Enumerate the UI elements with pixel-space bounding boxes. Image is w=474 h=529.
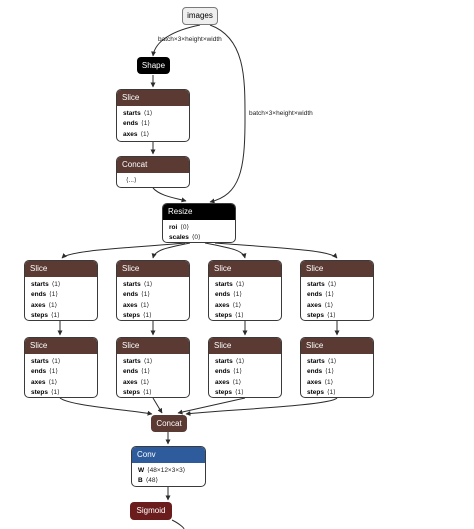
attr-row: ends⟨1⟩	[123, 291, 150, 299]
resize-node[interactable]: Resize roi⟨0⟩ scales⟨0⟩	[162, 203, 236, 243]
attr-row: ends⟨1⟩	[215, 291, 242, 299]
edge-images-resize	[209, 24, 246, 204]
attr-row: ends⟨1⟩	[307, 368, 334, 376]
shape-node[interactable]: Shape	[137, 57, 170, 74]
edge-b3-concat	[177, 397, 246, 415]
attr-row: starts⟨1⟩	[123, 110, 153, 117]
resize-header: Resize	[163, 204, 235, 220]
slice-header: Slice	[117, 338, 189, 354]
attr-row: scales⟨0⟩	[169, 234, 201, 242]
slice-node[interactable]: Slice starts⟨1⟩ ends⟨1⟩ axes⟨1⟩ steps⟨1⟩	[116, 260, 190, 321]
slice-header: Slice	[209, 261, 281, 277]
attr-row: ends⟨1⟩	[123, 368, 150, 376]
attr-row: steps⟨1⟩	[123, 389, 152, 397]
slice-node[interactable]: Slice starts⟨1⟩ ends⟨1⟩ axes⟨1⟩ steps⟨1⟩	[208, 337, 282, 398]
slice-node[interactable]: Slice starts⟨1⟩ ends⟨1⟩ axes⟨1⟩ steps⟨1⟩	[208, 260, 282, 321]
attr-row: starts⟨1⟩	[307, 358, 337, 365]
attr-row: axes⟨1⟩	[31, 301, 58, 309]
slice-header: Slice	[301, 338, 373, 354]
slice-node[interactable]: Slice starts⟨1⟩ ends⟨1⟩ axes⟨1⟩ steps⟨1⟩	[24, 337, 98, 398]
concat-node-top[interactable]: Concat ⟨...⟩	[116, 156, 190, 188]
attr-row: axes⟨1⟩	[123, 301, 150, 309]
attr-row: steps⟨1⟩	[31, 312, 60, 320]
concat-node-bottom[interactable]: Concat	[151, 415, 187, 432]
edge-b1-concat	[59, 397, 153, 416]
attr-row: steps⟨1⟩	[215, 389, 244, 397]
attr-row: ends⟨1⟩	[215, 368, 242, 376]
slice-node[interactable]: Slice starts⟨1⟩ ends⟨1⟩ axes⟨1⟩ steps⟨1⟩	[24, 260, 98, 321]
attr-row: roi⟨0⟩	[169, 224, 189, 231]
slice-header: Slice	[117, 261, 189, 277]
slice-node[interactable]: Slice starts⟨1⟩ ends⟨1⟩ axes⟨1⟩ steps⟨1⟩	[116, 337, 190, 398]
attr-row: W⟨48×12×3×3⟩	[138, 467, 186, 474]
slice-node[interactable]: Slice starts⟨1⟩ ends⟨1⟩ axes⟨1⟩ steps⟨1⟩	[300, 337, 374, 398]
attr-row: starts⟨1⟩	[31, 281, 61, 288]
edge-resize-slice1	[61, 242, 186, 259]
attr-row: axes⟨1⟩	[215, 301, 242, 309]
conv-node[interactable]: Conv W⟨48×12×3×3⟩ B⟨48⟩	[131, 446, 206, 487]
attr-row: steps⟨1⟩	[123, 312, 152, 320]
attr-row: axes⟨1⟩	[215, 378, 242, 386]
slice-node[interactable]: Slice starts⟨1⟩ ends⟨1⟩ axes⟨1⟩ steps⟨1⟩	[300, 260, 374, 321]
attr-row: axes⟨1⟩	[307, 378, 334, 386]
attr-row: steps⟨1⟩	[215, 312, 244, 320]
slice-header: Slice	[301, 261, 373, 277]
attr-row: ends⟨1⟩	[31, 291, 58, 299]
slice-header: Slice	[25, 261, 97, 277]
attr-row: starts⟨1⟩	[123, 358, 153, 365]
attr-row: starts⟨1⟩	[215, 358, 245, 365]
slice-top-header: Slice	[117, 90, 189, 106]
attr-row: ends⟨1⟩	[31, 368, 58, 376]
edge-concat-resize	[152, 187, 187, 203]
attr-row: starts⟨1⟩	[31, 358, 61, 365]
attr-row: axes⟨1⟩	[123, 378, 150, 386]
edge-b2-concat	[152, 397, 163, 414]
attr-row: steps⟨1⟩	[307, 389, 336, 397]
attr-row: ⟨...⟩	[126, 177, 137, 184]
attr-row: axes⟨1⟩	[123, 130, 150, 138]
slice-node-top[interactable]: Slice starts⟨1⟩ ends⟨1⟩ axes⟨1⟩	[116, 89, 190, 142]
slice-header: Slice	[25, 338, 97, 354]
edge-resize-slice4	[214, 242, 338, 259]
attr-row: steps⟨1⟩	[307, 312, 336, 320]
edge-label-images-resize: batch×3×height×width	[249, 110, 313, 117]
attr-row: starts⟨1⟩	[215, 281, 245, 288]
attr-row: axes⟨1⟩	[307, 301, 334, 309]
slice-header: Slice	[209, 338, 281, 354]
concat-top-header: Concat	[117, 157, 189, 173]
edge-b4-concat	[185, 397, 338, 416]
attr-row: steps⟨1⟩	[31, 389, 60, 397]
edge-resize-slice3	[204, 242, 247, 259]
sigmoid-node[interactable]: Sigmoid	[130, 502, 172, 520]
attr-row: starts⟨1⟩	[307, 281, 337, 288]
attr-row: ends⟨1⟩	[123, 120, 150, 128]
attr-row: axes⟨1⟩	[31, 378, 58, 386]
input-images-node[interactable]: images	[182, 7, 218, 25]
edge-resize-slice2	[151, 242, 191, 259]
edge-images-shape	[151, 24, 201, 57]
attr-row: B⟨48⟩	[138, 477, 159, 485]
attr-row: ends⟨1⟩	[307, 291, 334, 299]
attr-row: starts⟨1⟩	[123, 281, 153, 288]
conv-header: Conv	[132, 447, 205, 463]
edge-sigmoid-out	[171, 519, 185, 529]
edge-label-images-shape: batch×3×height×width	[158, 36, 222, 43]
